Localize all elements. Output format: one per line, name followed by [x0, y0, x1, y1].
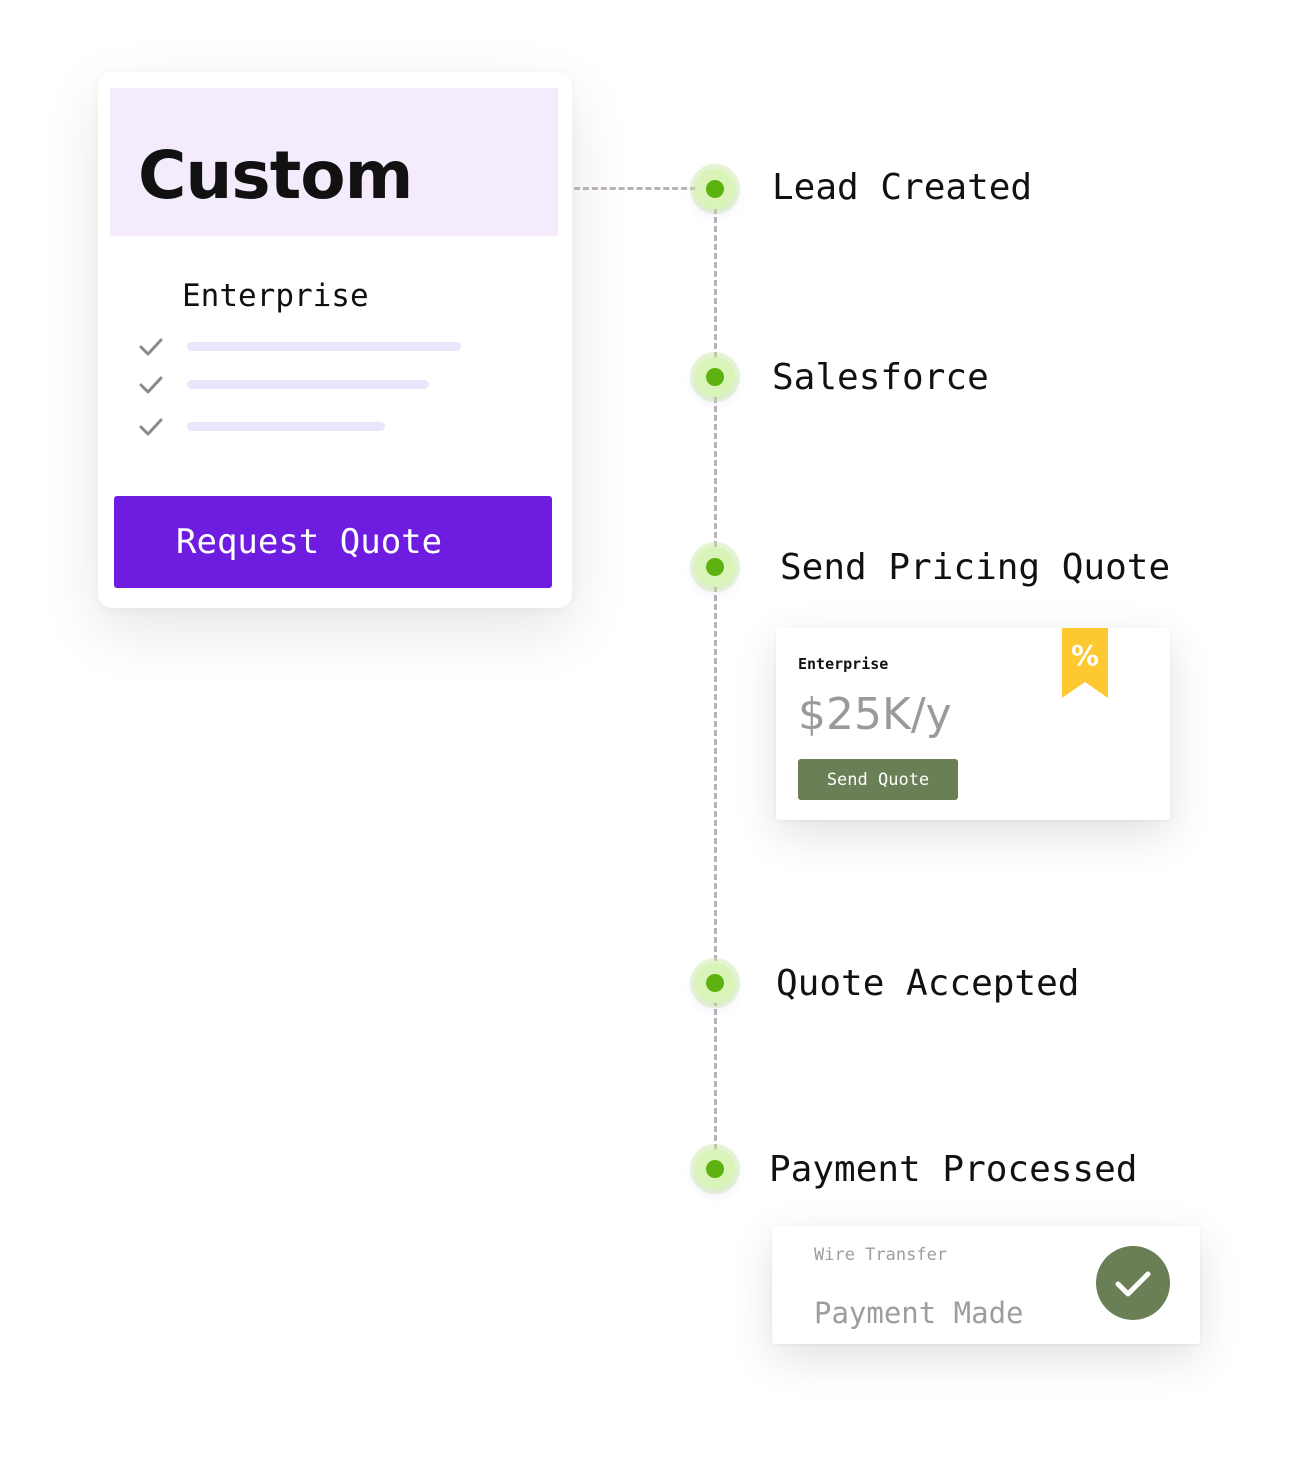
payment-status: Payment Made: [814, 1296, 1024, 1330]
percent-badge-icon: %: [1062, 628, 1108, 698]
timeline-node: [695, 169, 735, 209]
step-label-send-pricing-quote: Send Pricing Quote: [780, 547, 1171, 588]
payment-card: Wire Transfer Payment Made: [772, 1226, 1200, 1344]
check-icon: [139, 376, 163, 394]
feature-item: [138, 334, 478, 360]
request-quote-label: Request Quote: [176, 522, 443, 562]
step-label-lead-created: Lead Created: [772, 167, 1033, 208]
step-label-salesforce: Salesforce: [772, 357, 989, 398]
feature-item: [138, 372, 478, 398]
timeline-node: [695, 963, 735, 1003]
plan-header: Custom: [110, 88, 558, 236]
step-label-quote-accepted: Quote Accepted: [776, 963, 1080, 1004]
check-icon: [139, 418, 163, 436]
payment-method: Wire Transfer: [814, 1245, 948, 1265]
timeline-node: [695, 1149, 735, 1189]
checkmark-circle-icon: [1096, 1246, 1170, 1320]
plan-subtitle: Enterprise: [182, 278, 369, 314]
feature-placeholder-bar: [187, 342, 461, 351]
timeline-line: [714, 190, 717, 1168]
pricing-plan-card: Custom Enterprise Request Quote: [98, 72, 572, 608]
feature-item: [138, 414, 478, 440]
plan-title: Custom: [138, 137, 413, 214]
badge-symbol: %: [1071, 639, 1099, 672]
quote-card: Enterprise $25K/y % Send Quote: [776, 628, 1170, 820]
step-label-payment-processed: Payment Processed: [769, 1149, 1138, 1190]
check-icon: [1115, 1271, 1151, 1297]
request-quote-button[interactable]: Request Quote: [114, 496, 552, 588]
check-icon: [139, 338, 163, 356]
quote-price: $25K/y: [798, 689, 952, 740]
timeline-node: [695, 357, 735, 397]
feature-placeholder-bar: [187, 422, 385, 431]
quote-plan-name: Enterprise: [798, 655, 889, 673]
timeline-node: [695, 547, 735, 587]
timeline-connector: [574, 187, 696, 190]
send-quote-button[interactable]: Send Quote: [798, 759, 958, 800]
feature-placeholder-bar: [187, 380, 429, 389]
